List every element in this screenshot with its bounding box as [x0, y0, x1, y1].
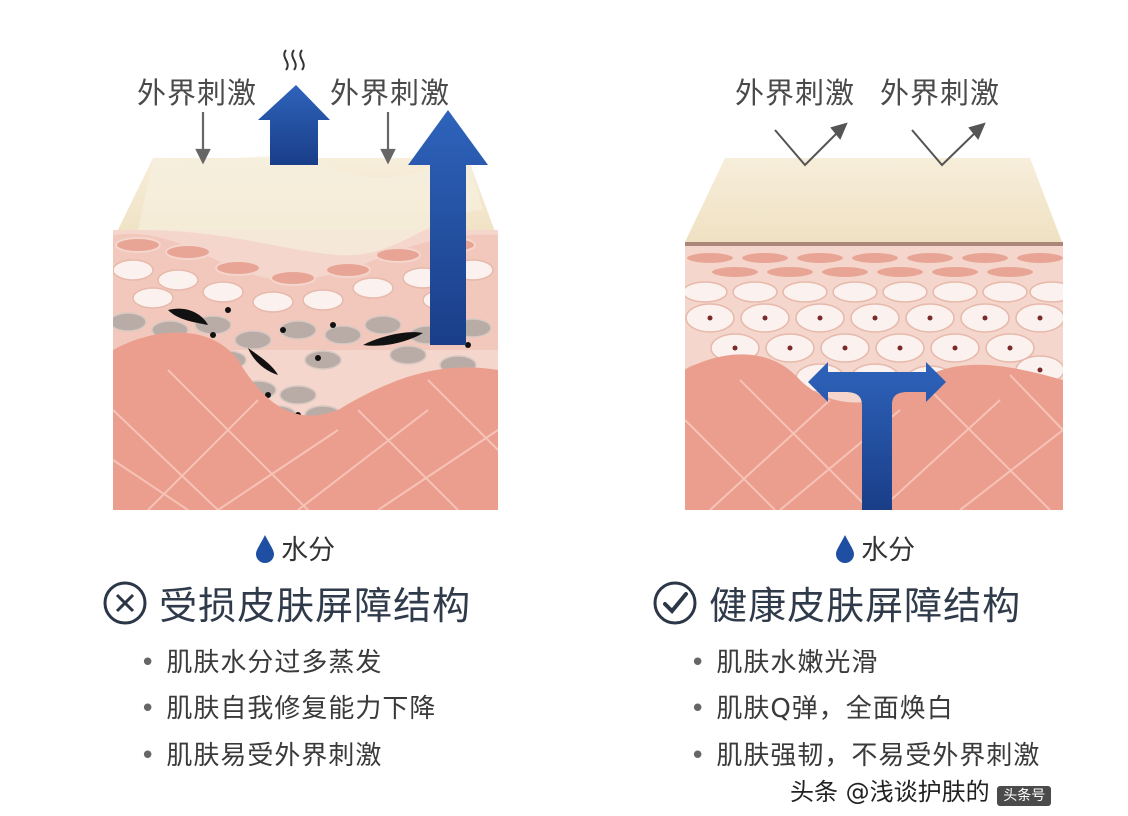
healthy-skin-diagram	[680, 30, 1070, 515]
stimulus-label: 外界刺激	[735, 76, 856, 110]
list-item: •肌肤水分过多蒸发	[140, 648, 383, 678]
stimulus-label: 外界刺激	[137, 76, 258, 110]
evaporation-icon	[283, 49, 305, 71]
page-title: 健康皮肤屏障结构	[709, 584, 1022, 628]
damaged-skin-diagram	[108, 30, 508, 515]
water-loss-arrow-large	[408, 110, 488, 345]
page-title: 受损皮肤屏障结构	[159, 584, 472, 628]
stimulus-label: 外界刺激	[330, 76, 451, 110]
list-item: •肌肤水嫩光滑	[690, 648, 879, 678]
list-item: •肌肤自我修复能力下降	[140, 694, 437, 724]
water-legend: 水分	[834, 528, 915, 567]
water-loss-arrow-small	[258, 85, 330, 165]
check-circle-icon	[653, 581, 697, 624]
stratum-corneum-top	[685, 158, 1062, 242]
list-item: •肌肤强韧，不易受外界刺激	[690, 741, 1041, 771]
water-drop-icon	[256, 534, 274, 563]
watermark: 头条 @浅谈护肤的 头条号	[790, 772, 1052, 807]
water-legend: 水分	[254, 528, 335, 567]
list-item: •肌肤易受外界刺激	[140, 741, 383, 771]
stimulus-label: 外界刺激	[880, 76, 1001, 110]
water-label: 水分	[861, 535, 916, 566]
dermis-layer	[113, 332, 498, 510]
water-label: 水分	[281, 535, 336, 566]
water-drop-icon	[836, 534, 854, 563]
list-item: •肌肤Q弹，全面焕白	[690, 694, 954, 724]
damaged-heading-row: 受损皮肤屏障结构	[102, 575, 471, 630]
cross-circle-icon	[103, 581, 147, 624]
watermark-badge: 头条号	[997, 786, 1052, 806]
healthy-heading-row: 健康皮肤屏障结构	[652, 575, 1021, 630]
water-retention-arrow	[808, 362, 946, 510]
